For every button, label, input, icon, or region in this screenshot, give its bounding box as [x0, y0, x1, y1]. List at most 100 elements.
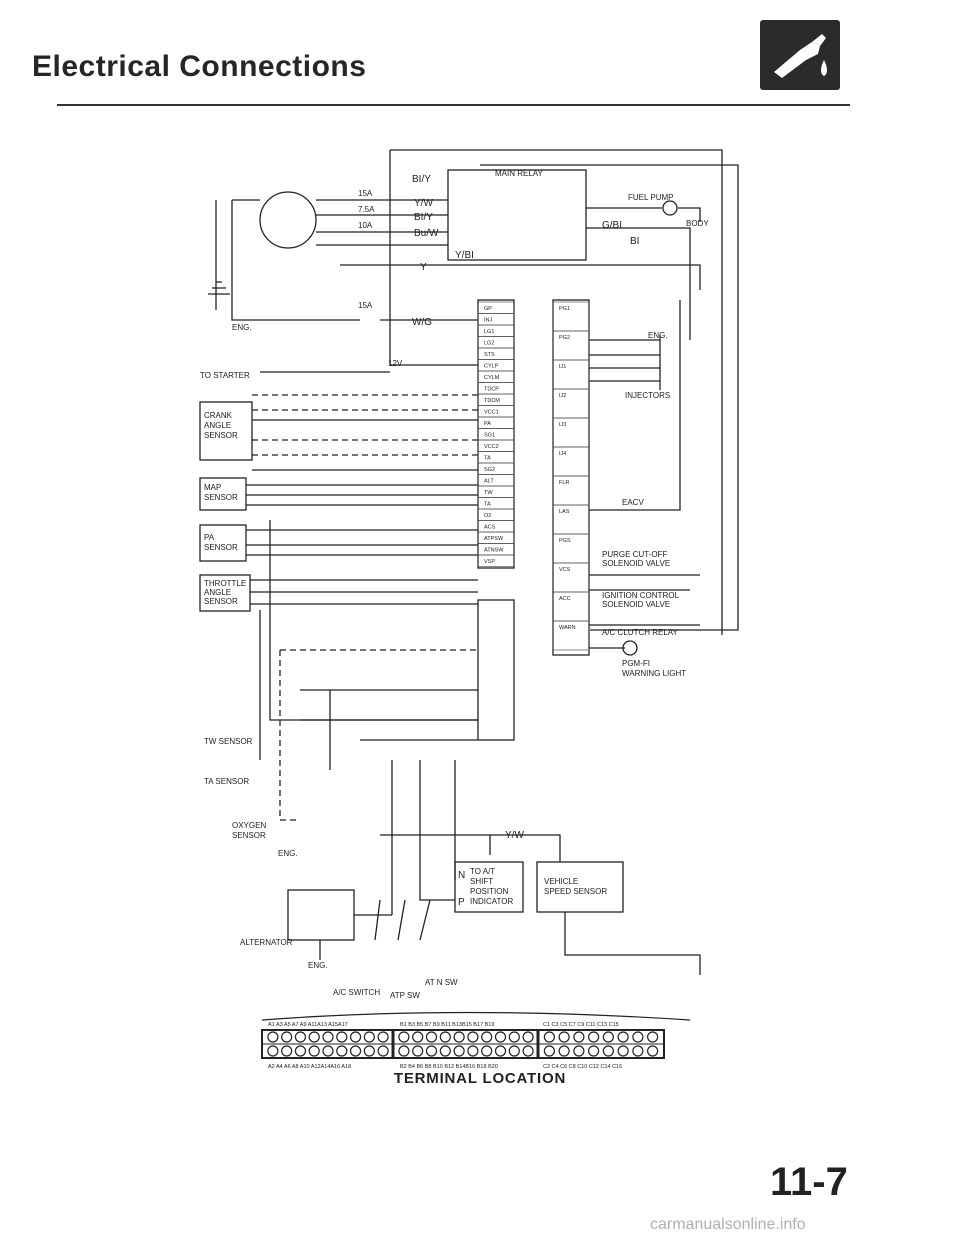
fuse-3-label: 10A [358, 221, 373, 230]
connector-pin-hole [558, 1031, 570, 1043]
terminal-location-title: TERMINAL LOCATION [393, 1070, 567, 1087]
ecu-pin-label: LG1 [484, 329, 494, 335]
connector-pin-hole [349, 1031, 362, 1043]
connector-pin-hole [439, 1031, 451, 1043]
ecu-pin-label: IJ3 [559, 422, 566, 428]
fuel-pump-label: FUEL PUMP [628, 193, 674, 202]
wire-gbl-label: G/BI [602, 220, 622, 231]
terminal-b-top-labels: B1 B3 B5 B7 B9 B11 B13B15 B17 B19 [400, 1022, 494, 1028]
ignition-switch [259, 191, 317, 249]
connector-pin-hole [467, 1045, 479, 1057]
ecu-pin-label: WARN [559, 625, 576, 631]
ecu-pin-label: ATNSW [484, 548, 504, 554]
fuel-nozzle-icon [760, 20, 840, 90]
connector-pin-hole [467, 1031, 479, 1043]
connector-pin-hole [632, 1045, 644, 1057]
vss-label-2: SPEED SENSOR [544, 887, 607, 896]
alternator-ground-label: ENG. [308, 961, 328, 970]
terminal-connector [261, 1011, 691, 1059]
fuel-pump-motor [662, 200, 678, 216]
connector-pin-hole [267, 1031, 279, 1043]
connector-pin-hole [647, 1031, 659, 1043]
eacv-label: EACV [622, 498, 644, 507]
connector-pin-hole [425, 1045, 438, 1057]
ecu-pin-cell [477, 554, 515, 567]
at-indicator-label-2: SHIFT [470, 877, 493, 886]
p-position-label: P [458, 897, 465, 908]
connector-pin-hole [453, 1045, 465, 1057]
ecu-pin-label: PG1 [559, 306, 570, 312]
to-starter-label: TO STARTER [200, 371, 250, 380]
title-divider [57, 104, 850, 106]
crank-angle-sensor-box [199, 401, 253, 461]
connector-pin-hole [573, 1031, 585, 1043]
connector-pin-hole [336, 1031, 348, 1043]
connector-pin-hole [508, 1045, 520, 1057]
ecu-pin-label: LG2 [484, 341, 494, 347]
watermark-text: carmanualsonline.info [650, 1216, 806, 1233]
connector-pin-hole [453, 1031, 465, 1043]
ecu-pin-label: TDCP [484, 387, 499, 393]
ecu-pin-label: PA [484, 421, 491, 427]
connector-pin-hole [617, 1045, 629, 1057]
main-relay-box [447, 169, 587, 261]
ta-sensor-label: TA SENSOR [204, 777, 249, 786]
ecu-pin-label: GP [484, 306, 492, 312]
ecu-pin-label: PG2 [559, 335, 570, 341]
tw-sensor-label: TW SENSOR [204, 737, 253, 746]
ecu-pin-label: IJ4 [559, 451, 566, 457]
ecu-pin-label: VCC2 [484, 444, 499, 450]
ecu-pin-cell [552, 620, 590, 651]
ignition-label-1: IGNITION CONTROL [602, 591, 679, 600]
fuse-4-label: 15A [358, 301, 373, 310]
connector-pin-hole [573, 1045, 585, 1057]
ecu-pin-label: FLR [559, 480, 569, 486]
connector-pin-hole [494, 1031, 507, 1043]
connector-pin-hole [322, 1031, 334, 1043]
atn-sw-label: AT N SW [425, 978, 458, 987]
ecu-pin-label: TA [484, 456, 491, 462]
n-position-label: N [458, 870, 465, 881]
connector-pin-hole [398, 1031, 410, 1043]
vss-label-1: VEHICLE [544, 877, 578, 886]
ecu-left-pins: GPINJLG1LG2STSCYLPCYLMTDCPTDCMVCC1PASG1V… [477, 301, 515, 567]
terminal-a-top-labels: A1 A3 A5 A7 A9 A11A13 A15A17 [268, 1022, 348, 1028]
ecu-pin-label: CYLP [484, 364, 499, 370]
ecu-pin-label: CYLM [484, 375, 500, 381]
ecu-pin-label: TA [484, 502, 491, 508]
connector-pin-hole [267, 1045, 279, 1057]
connector-pin-hole [349, 1045, 362, 1057]
at-indicator-box [454, 861, 524, 913]
connector-pin-hole [543, 1031, 555, 1043]
connector-pin-hole [336, 1045, 348, 1057]
warning-light-bulb [622, 640, 638, 656]
connector-pin-hole [363, 1045, 375, 1057]
connector-pin-hole [522, 1045, 534, 1057]
connector-pin-hole [398, 1045, 410, 1057]
connector-pin-hole [377, 1045, 389, 1057]
connector-pin-hole [412, 1045, 424, 1057]
connector-pin-hole [632, 1031, 644, 1043]
connector-pin-hole [294, 1031, 307, 1043]
connector-pin-hole [647, 1045, 659, 1057]
connector-pin-hole [281, 1031, 293, 1043]
connector-pin-hole [363, 1031, 375, 1043]
terminal-a-bottom-labels: A2 A4 A6 A8 A10 A12A14A16 A18 [268, 1064, 351, 1070]
connector-pin-hole [377, 1031, 389, 1043]
purge-label-2: SOLENOID VALVE [602, 559, 670, 568]
throttle-label-1: THROTTLE [204, 579, 246, 588]
ecu-pin-label: O2 [484, 513, 491, 519]
connector-pin-hole [617, 1031, 629, 1043]
wire-yw2-label: Y/W [505, 830, 524, 841]
connector-pin-hole [281, 1045, 293, 1057]
terminal-b-bottom-labels: B2 B4 B6 B8 B10 B12 B14B16 B18 B20 [400, 1064, 498, 1070]
body-ground-label: BODY [686, 219, 709, 228]
wire-ybl-label: Y/BI [455, 250, 474, 261]
crank-label-3: SENSOR [204, 431, 238, 440]
ecu-pin-label: SG2 [484, 467, 495, 473]
pa-label-1: PA [204, 533, 215, 542]
ecu-pin-label: IJ2 [559, 393, 566, 399]
wire-y-label: Y [420, 262, 427, 273]
page-number: 11-7 [770, 1160, 848, 1204]
ecu-pin-label: TW [484, 490, 493, 496]
